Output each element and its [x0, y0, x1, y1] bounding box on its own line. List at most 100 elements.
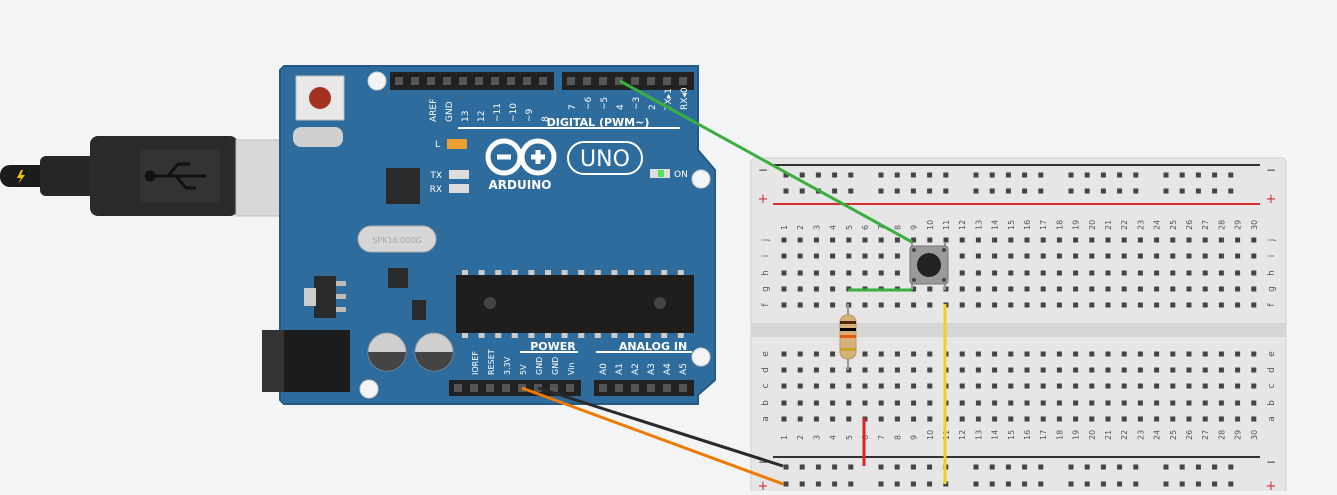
breadboard-hole[interactable] — [1084, 172, 1090, 178]
breadboard-hole[interactable] — [1218, 270, 1224, 276]
header-hole[interactable] — [550, 384, 558, 392]
breadboard-hole[interactable] — [878, 400, 884, 406]
breadboard-hole[interactable] — [1251, 383, 1257, 389]
breadboard-hole[interactable] — [1186, 286, 1192, 292]
breadboard-hole[interactable] — [1121, 237, 1127, 243]
breadboard-hole[interactable] — [992, 351, 998, 357]
breadboard-hole[interactable] — [894, 237, 900, 243]
breadboard-hole[interactable] — [1170, 270, 1176, 276]
breadboard-hole[interactable] — [911, 286, 917, 292]
breadboard-hole[interactable] — [1235, 367, 1241, 373]
breadboard-hole[interactable] — [1137, 270, 1143, 276]
breadboard-hole[interactable] — [1154, 253, 1160, 259]
breadboard-hole[interactable] — [911, 367, 917, 373]
breadboard-hole[interactable] — [1073, 383, 1079, 389]
header-hole[interactable] — [631, 77, 639, 85]
header-hole[interactable] — [502, 384, 510, 392]
breadboard-hole[interactable] — [1195, 188, 1201, 194]
breadboard-hole[interactable] — [1251, 302, 1257, 308]
breadboard-hole[interactable] — [959, 286, 965, 292]
breadboard-hole[interactable] — [911, 237, 917, 243]
breadboard-hole[interactable] — [1105, 302, 1111, 308]
breadboard-hole[interactable] — [830, 237, 836, 243]
breadboard-hole[interactable] — [1133, 188, 1139, 194]
breadboard-hole[interactable] — [1038, 172, 1044, 178]
breadboard-hole[interactable] — [846, 253, 852, 259]
breadboard-hole[interactable] — [1022, 188, 1028, 194]
breadboard-hole[interactable] — [830, 253, 836, 259]
breadboard-hole[interactable] — [1040, 400, 1046, 406]
breadboard-hole[interactable] — [911, 351, 917, 357]
breadboard-hole[interactable] — [927, 367, 933, 373]
breadboard-hole[interactable] — [894, 481, 900, 487]
breadboard-hole[interactable] — [1186, 416, 1192, 422]
breadboard-hole[interactable] — [1251, 367, 1257, 373]
breadboard-hole[interactable] — [894, 400, 900, 406]
breadboard-hole[interactable] — [1073, 270, 1079, 276]
breadboard-hole[interactable] — [973, 481, 979, 487]
breadboard-hole[interactable] — [1068, 172, 1074, 178]
breadboard-hole[interactable] — [1195, 172, 1201, 178]
breadboard-hole[interactable] — [781, 416, 787, 422]
breadboard-hole[interactable] — [1100, 464, 1106, 470]
breadboard-hole[interactable] — [1137, 383, 1143, 389]
breadboard-hole[interactable] — [1163, 481, 1169, 487]
header-hole[interactable] — [539, 77, 547, 85]
breadboard-hole[interactable] — [1117, 481, 1123, 487]
header-hole[interactable] — [566, 384, 574, 392]
header-hole[interactable] — [395, 77, 403, 85]
breadboard-hole[interactable] — [894, 253, 900, 259]
breadboard-hole[interactable] — [1218, 237, 1224, 243]
breadboard-hole[interactable] — [813, 351, 819, 357]
breadboard-hole[interactable] — [1179, 464, 1185, 470]
breadboard-hole[interactable] — [1195, 481, 1201, 487]
breadboard-hole[interactable] — [894, 367, 900, 373]
header-hole[interactable] — [491, 77, 499, 85]
breadboard-hole[interactable] — [815, 172, 821, 178]
breadboard-hole[interactable] — [783, 188, 789, 194]
breadboard-hole[interactable] — [910, 464, 916, 470]
breadboard-hole[interactable] — [1228, 464, 1234, 470]
wires[interactable] — [521, 79, 947, 486]
breadboard-hole[interactable] — [815, 464, 821, 470]
breadboard-hole[interactable] — [1137, 253, 1143, 259]
breadboard-hole[interactable] — [813, 416, 819, 422]
breadboard-hole[interactable] — [927, 188, 933, 194]
breadboard-hole[interactable] — [1212, 481, 1218, 487]
breadboard-hole[interactable] — [781, 351, 787, 357]
breadboard-hole[interactable] — [1038, 464, 1044, 470]
header-hole[interactable] — [443, 77, 451, 85]
breadboard-hole[interactable] — [1121, 383, 1127, 389]
breadboard-hole[interactable] — [1105, 400, 1111, 406]
breadboard-hole[interactable] — [1022, 481, 1028, 487]
breadboard-hole[interactable] — [797, 237, 803, 243]
breadboard-hole[interactable] — [1105, 367, 1111, 373]
breadboard-hole[interactable] — [799, 481, 805, 487]
breadboard-hole[interactable] — [1218, 286, 1224, 292]
breadboard-hole[interactable] — [797, 302, 803, 308]
breadboard-hole[interactable] — [797, 416, 803, 422]
breadboard-hole[interactable] — [1068, 188, 1074, 194]
breadboard-hole[interactable] — [781, 302, 787, 308]
breadboard-hole[interactable] — [1089, 383, 1095, 389]
breadboard-hole[interactable] — [927, 383, 933, 389]
breadboard-hole[interactable] — [910, 481, 916, 487]
breadboard-hole[interactable] — [797, 383, 803, 389]
breadboard-hole[interactable] — [1024, 383, 1030, 389]
breadboard-hole[interactable] — [846, 416, 852, 422]
breadboard-hole[interactable] — [1154, 400, 1160, 406]
breadboard-hole[interactable] — [959, 416, 965, 422]
breadboard-hole[interactable] — [1105, 383, 1111, 389]
breadboard-hole[interactable] — [1038, 481, 1044, 487]
breadboard-hole[interactable] — [1105, 237, 1111, 243]
breadboard-hole[interactable] — [1089, 416, 1095, 422]
breadboard-hole[interactable] — [1084, 481, 1090, 487]
breadboard-hole[interactable] — [846, 270, 852, 276]
breadboard-hole[interactable] — [1121, 302, 1127, 308]
breadboard-hole[interactable] — [989, 464, 995, 470]
breadboard-hole[interactable] — [927, 481, 933, 487]
breadboard-hole[interactable] — [846, 237, 852, 243]
breadboard-hole[interactable] — [1008, 367, 1014, 373]
breadboard-hole[interactable] — [975, 367, 981, 373]
breadboard-hole[interactable] — [1024, 302, 1030, 308]
